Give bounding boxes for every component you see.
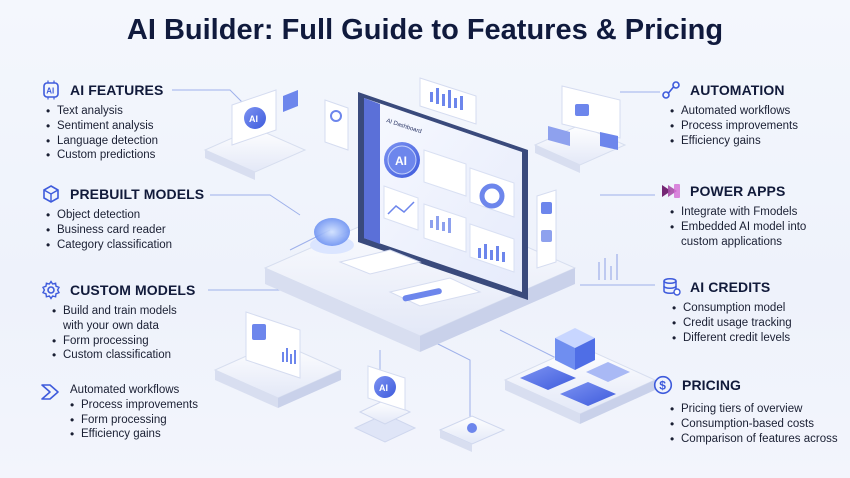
- list-item: Different credit levels: [672, 331, 792, 346]
- section-automation: AUTOMATION Automated workflows Process i…: [660, 79, 798, 148]
- list-item: Automated workflows: [70, 384, 180, 396]
- svg-text:AI: AI: [46, 87, 54, 96]
- list-item: Embedded AI model into: [670, 220, 806, 235]
- section-ai-features: AI AI FEATURES Text analysis Sentiment a…: [40, 79, 163, 163]
- svg-text:AI Dashboard: AI Dashboard: [385, 118, 422, 135]
- list-item: Efficiency gains: [670, 134, 798, 149]
- list-item: Sentiment analysis: [46, 119, 163, 134]
- ai-chip-icon: AI: [40, 79, 62, 101]
- section-flows: Automated workflows Process improvements…: [40, 383, 198, 442]
- list-item: custom applications: [681, 235, 782, 248]
- list-item: Process improvements: [70, 398, 198, 413]
- svg-text:AI: AI: [379, 383, 388, 393]
- list-item: Credit usage tracking: [672, 316, 792, 331]
- svg-text:AI: AI: [249, 114, 258, 124]
- page-title: AI Builder: Full Guide to Features & Pri…: [126, 14, 724, 46]
- prebuilt-models-title: PREBUILT MODELS: [70, 186, 205, 202]
- ai-features-title: AI FEATURES: [70, 82, 164, 98]
- list-item: Custom predictions: [46, 148, 163, 163]
- list-item: Category classification: [46, 238, 204, 253]
- list-item: Build and train models: [52, 304, 196, 319]
- list-item: Comparison of features across: [670, 432, 838, 447]
- section-prebuilt-models: PREBUILT MODELS Object detection Busines…: [40, 183, 204, 252]
- list-item: Consumption model: [672, 301, 792, 316]
- custom-models-title: CUSTOM MODELS: [70, 282, 196, 298]
- cube-icon: [40, 183, 62, 205]
- section-custom-models: CUSTOM MODELS Build and train models wit…: [40, 279, 196, 363]
- svg-text:$: $: [659, 379, 666, 393]
- list-item: Object detection: [46, 208, 204, 223]
- pricing-title: PRICING: [682, 377, 742, 393]
- list-item: Integrate with Fmodels: [670, 205, 806, 220]
- section-pricing: $ PRICING Pricing tiers of overview Cons…: [652, 374, 838, 446]
- gear-icon: [40, 279, 62, 301]
- list-item: Text analysis: [46, 104, 163, 119]
- list-item: Custom classification: [52, 348, 196, 363]
- svg-text:AI: AI: [395, 154, 407, 168]
- list-item: Automated workflows: [670, 104, 798, 119]
- power-apps-icon: [660, 180, 682, 202]
- automation-link-icon: [660, 79, 682, 101]
- power-automate-icon: [40, 381, 62, 403]
- list-item: Consumption-based costs: [670, 417, 838, 432]
- list-item: Efficiency gains: [70, 427, 198, 442]
- automation-title: AUTOMATION: [690, 82, 785, 98]
- section-power-apps: POWER APPS Integrate with Fmodels Embedd…: [660, 180, 806, 249]
- list-item: Pricing tiers of overview: [670, 402, 838, 417]
- list-item: Form processing: [52, 334, 196, 349]
- section-ai-credits: AI CREDITS Consumption model Credit usag…: [660, 276, 792, 345]
- list-item: Process improvements: [670, 119, 798, 134]
- dollar-icon: $: [652, 374, 674, 396]
- list-item: Form processing: [70, 413, 198, 428]
- list-item: with your own data: [63, 319, 159, 332]
- ai-credits-title: AI CREDITS: [690, 279, 771, 295]
- power-apps-title: POWER APPS: [690, 183, 786, 199]
- coin-stack-icon: [660, 276, 682, 298]
- list-item: Business card reader: [46, 223, 204, 238]
- list-item: Language detection: [46, 134, 163, 149]
